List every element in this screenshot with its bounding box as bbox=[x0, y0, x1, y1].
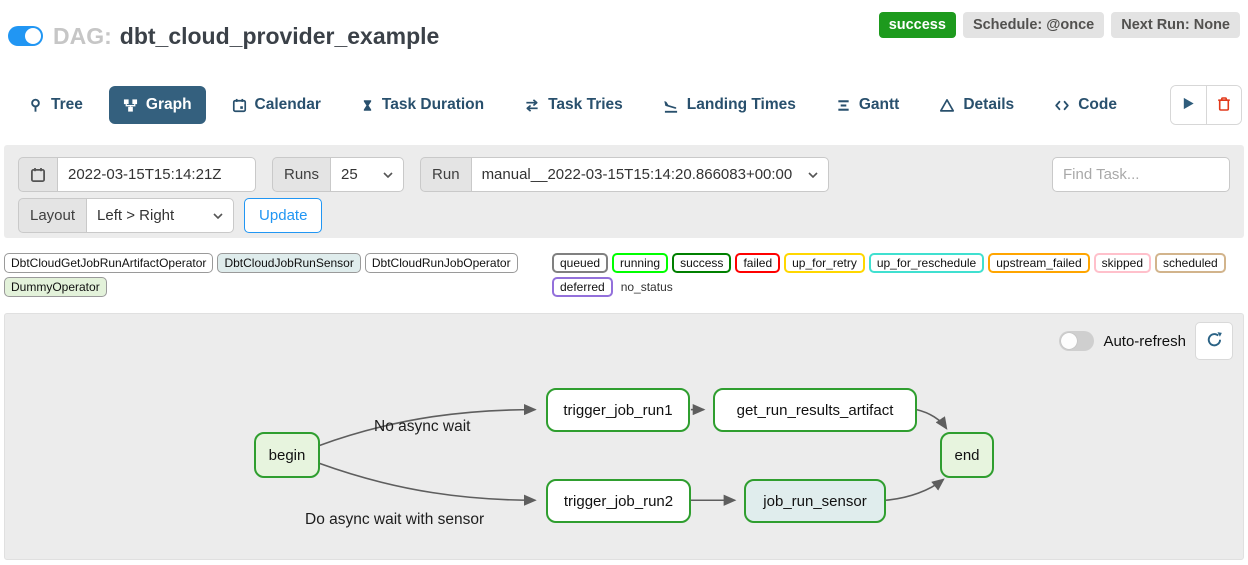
tab-tree[interactable]: Tree bbox=[14, 86, 97, 124]
tab-calendar[interactable]: Calendar bbox=[218, 86, 335, 124]
tab-list: Tree Graph Calendar Task Duration Task Tries… bbox=[14, 86, 1143, 124]
legend-operator-badge: DbtCloudGetJobRunArtifactOperator bbox=[4, 253, 214, 273]
chevron-down-icon bbox=[807, 171, 818, 178]
tab-code[interactable]: Code bbox=[1040, 86, 1131, 124]
graph-node-get_run_results_artifact[interactable]: get_run_results_artifact bbox=[713, 388, 917, 432]
graph-node-job_run_sensor[interactable]: job_run_sensor bbox=[744, 479, 886, 523]
tab-gantt[interactable]: Gantt bbox=[822, 86, 913, 124]
legend-status-badge: up_for_reschedule bbox=[868, 253, 985, 273]
dag-title: dbt_cloud_provider_example bbox=[119, 22, 440, 49]
graph-icon bbox=[123, 98, 138, 113]
dag-title-prefix: DAG: bbox=[53, 22, 112, 49]
update-button[interactable]: Update bbox=[244, 198, 323, 233]
dag-pause-toggle[interactable] bbox=[8, 26, 43, 46]
legend-status-badge: up_for_retry bbox=[784, 253, 865, 273]
legend-operator-badge: DummyOperator bbox=[4, 277, 107, 297]
auto-refresh-toggle[interactable] bbox=[1059, 331, 1095, 351]
run-addon-label: Run bbox=[420, 157, 471, 192]
tab-label: Landing Times bbox=[686, 96, 796, 113]
edge-label: Do async wait with sensor bbox=[305, 511, 485, 528]
legend-status-badge: queued bbox=[552, 253, 609, 273]
tab-task-duration[interactable]: Task Duration bbox=[347, 86, 498, 124]
legend-status-badge: failed bbox=[735, 253, 781, 273]
schedule-badge: Schedule: @once bbox=[962, 12, 1105, 38]
graph-edges bbox=[319, 404, 948, 506]
find-task-input[interactable] bbox=[1052, 157, 1230, 192]
runs-count-select[interactable]: 25 bbox=[330, 157, 405, 192]
chevron-down-icon bbox=[383, 171, 393, 178]
graph-node-begin[interactable]: begin bbox=[254, 432, 320, 478]
tab-label: Calendar bbox=[254, 96, 321, 113]
tab-label: Code bbox=[1078, 96, 1117, 113]
status-badge: success bbox=[878, 12, 956, 38]
legend-status-badge: skipped bbox=[1093, 253, 1151, 273]
base-date-input[interactable] bbox=[58, 166, 255, 183]
tab-task-tries[interactable]: Task Tries bbox=[510, 86, 637, 124]
layout-addon-label: Layout bbox=[18, 198, 87, 233]
view-tabbar: Tree Graph Calendar Task Duration Task Tries… bbox=[14, 84, 1242, 126]
graph-node-trigger_job_run1[interactable]: trigger_job_run1 bbox=[546, 388, 690, 432]
tab-details[interactable]: Details bbox=[925, 86, 1028, 124]
repeat-icon bbox=[524, 98, 540, 113]
code-icon bbox=[1054, 98, 1070, 113]
layout-direction-select[interactable]: Left > Right bbox=[86, 198, 235, 233]
calendar-icon bbox=[232, 98, 247, 113]
tab-label: Graph bbox=[145, 96, 192, 113]
legend-status-badge: scheduled bbox=[1155, 253, 1226, 273]
dag-action-buttons bbox=[1170, 85, 1242, 125]
next-run-badge: Next Run: None bbox=[1111, 12, 1240, 38]
legend-operator-badge: DbtCloudRunJobOperator bbox=[364, 253, 518, 273]
legend-status-badge: running bbox=[612, 253, 669, 273]
trigger-dag-button[interactable] bbox=[1171, 86, 1206, 124]
runs-addon-label: Runs bbox=[272, 157, 331, 192]
delete-dag-button[interactable] bbox=[1206, 86, 1241, 124]
tab-label: Task Duration bbox=[381, 96, 485, 113]
calendar-addon-icon bbox=[18, 157, 57, 192]
trash-icon bbox=[1216, 96, 1232, 115]
header-badges: success Schedule: @once Next Run: None bbox=[878, 12, 1240, 38]
tab-label: Task Tries bbox=[548, 96, 623, 113]
auto-refresh-label: Auto-refresh bbox=[1103, 332, 1186, 350]
dag-run-select[interactable]: manual__2022-03-15T15:14:20.866083+00:00 bbox=[470, 157, 829, 192]
tree-icon bbox=[28, 98, 43, 113]
legend-no-status-label: no_status bbox=[620, 280, 673, 294]
plane-landing-icon bbox=[663, 98, 679, 113]
chevron-down-icon bbox=[213, 212, 223, 219]
legend-operator-badge: DbtCloudJobRunSensor bbox=[217, 253, 361, 273]
legend-status-badge: success bbox=[672, 253, 732, 273]
tab-landing-times[interactable]: Landing Times bbox=[649, 86, 810, 124]
tab-label: Tree bbox=[51, 96, 83, 113]
triangle-icon bbox=[939, 98, 955, 113]
hourglass-icon bbox=[361, 98, 374, 113]
graph-node-trigger_job_run2[interactable]: trigger_job_run2 bbox=[546, 479, 691, 523]
legend-status-badge: deferred bbox=[552, 277, 613, 297]
legend-status-badge: upstream_failed bbox=[988, 253, 1090, 273]
tab-label: Details bbox=[963, 96, 1015, 113]
play-icon bbox=[1181, 96, 1196, 114]
refresh-icon bbox=[1206, 331, 1223, 351]
dag-header: DAG: dbt_cloud_provider_example success … bbox=[8, 12, 1240, 58]
refresh-button[interactable] bbox=[1195, 322, 1233, 360]
graph-node-end[interactable]: end bbox=[940, 432, 994, 478]
filter-bar: Runs 25 Run manual__2022-03-15T15:14:20.… bbox=[4, 145, 1244, 238]
tab-graph[interactable]: Graph bbox=[108, 86, 206, 124]
edge-label: No async wait bbox=[374, 418, 471, 435]
gantt-bars-icon bbox=[836, 98, 851, 113]
tab-label: Gantt bbox=[858, 96, 900, 113]
